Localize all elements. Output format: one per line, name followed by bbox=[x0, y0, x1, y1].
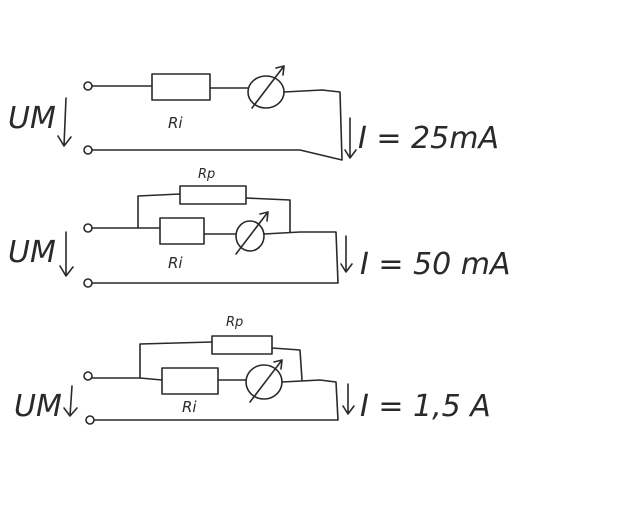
terminal-bottom-1 bbox=[83, 145, 93, 155]
voltage-label-1: UM bbox=[8, 101, 56, 136]
meter-2 bbox=[235, 220, 265, 252]
shunt-label-3: Rp bbox=[226, 315, 243, 330]
terminal-top-1 bbox=[83, 81, 93, 91]
voltage-label-3: UM bbox=[14, 389, 62, 424]
circuit-3: UM Rp Ri I = 1,5 A bbox=[14, 315, 491, 425]
wire-3c bbox=[139, 377, 163, 381]
resistor-ri-3 bbox=[161, 367, 219, 395]
current-label-3: I = 1,5 A bbox=[360, 389, 491, 424]
terminal-top-2 bbox=[83, 223, 93, 233]
terminal-top-3 bbox=[83, 371, 93, 381]
wire-2b bbox=[245, 197, 291, 233]
wire-3e bbox=[93, 379, 339, 421]
circuit-1: UM Ri I = 25mA bbox=[8, 65, 499, 161]
resistor-ri-1 bbox=[151, 73, 211, 101]
current-arrow-1 bbox=[344, 117, 357, 159]
meter-3 bbox=[245, 364, 283, 400]
terminal-bottom-2 bbox=[83, 278, 93, 288]
meter-1 bbox=[247, 75, 285, 109]
wire-3b bbox=[271, 347, 303, 381]
current-arrow-3 bbox=[342, 383, 355, 415]
resistor-label-3: Ri bbox=[182, 398, 197, 416]
resistor-label-2: Ri bbox=[168, 254, 183, 272]
current-label-2: I = 50 mA bbox=[360, 247, 511, 282]
wire-1c bbox=[91, 89, 343, 161]
voltage-label-2: UM bbox=[8, 235, 56, 270]
meter-arrow-2 bbox=[235, 211, 269, 255]
meter-arrow-3 bbox=[249, 359, 283, 403]
wire-3a bbox=[91, 341, 213, 379]
voltage-arrow-1 bbox=[57, 97, 72, 147]
voltage-arrow-3 bbox=[63, 385, 78, 417]
current-label-1: I = 25mA bbox=[358, 121, 499, 156]
resistor-rp-2 bbox=[179, 185, 247, 205]
meter-arrow-1 bbox=[251, 65, 285, 109]
circuit-2: UM Rp Ri I = 50 mA bbox=[8, 167, 511, 288]
wire-2e bbox=[91, 231, 339, 284]
shunt-label-2: Rp bbox=[198, 167, 215, 182]
wire-2a bbox=[91, 193, 181, 229]
current-arrow-2 bbox=[340, 235, 353, 273]
resistor-label-1: Ri bbox=[168, 114, 183, 132]
voltage-arrow-2 bbox=[59, 231, 74, 277]
resistor-ri-2 bbox=[159, 217, 205, 245]
terminal-bottom-3 bbox=[85, 415, 95, 425]
resistor-rp-3 bbox=[211, 335, 273, 355]
